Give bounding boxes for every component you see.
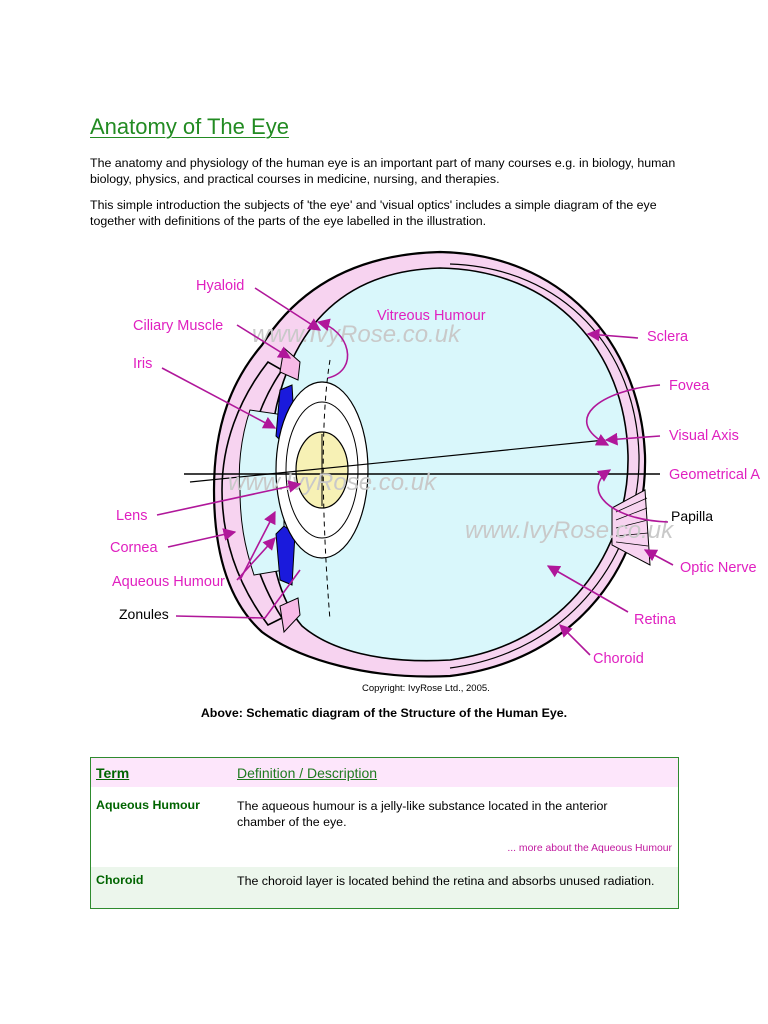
table-header-term[interactable]: Term	[96, 765, 129, 781]
intro-paragraph-1: The anatomy and physiology of the human …	[90, 155, 690, 187]
label-retina: Retina	[634, 612, 677, 628]
label-fovea: Fovea	[669, 378, 710, 394]
label-optic-nerve: Optic Nerve	[680, 560, 757, 576]
more-about-aqueous-humour-link[interactable]: ... more about the Aqueous Humour	[507, 843, 672, 854]
table-row: Aqueous Humour The aqueous humour is a j…	[91, 787, 678, 867]
label-geometrical-axis: Geometrical A	[669, 467, 760, 483]
label-lens: Lens	[116, 508, 147, 524]
label-choroid: Choroid	[593, 651, 644, 667]
watermark-1: www.IvyRose.co.uk	[252, 321, 462, 348]
term-aqueous-humour: Aqueous Humour	[96, 798, 200, 812]
term-choroid: Choroid	[96, 873, 144, 887]
label-hyaloid: Hyaloid	[196, 278, 244, 294]
table-header-definition[interactable]: Definition / Description	[237, 765, 377, 781]
watermark-2: www.IvyRose.co.uk	[228, 469, 438, 496]
diagram-caption: Above: Schematic diagram of the Structur…	[0, 706, 768, 720]
label-ciliary-muscle: Ciliary Muscle	[133, 318, 223, 334]
table-row: Choroid The choroid layer is located beh…	[91, 867, 678, 908]
label-aqueous-humour: Aqueous Humour	[112, 574, 225, 590]
diagram-copyright: Copyright: IvyRose Ltd., 2005.	[362, 683, 490, 694]
eye-diagram: www.IvyRose.co.uk www.IvyRose.co.uk www.…	[0, 240, 768, 702]
label-cornea: Cornea	[110, 540, 158, 556]
label-sclera: Sclera	[647, 329, 689, 345]
definition-choroid: The choroid layer is located behind the …	[237, 873, 657, 889]
intro-paragraph-2: This simple introduction the subjects of…	[90, 197, 690, 229]
label-papilla: Papilla	[671, 508, 713, 524]
label-zonules: Zonules	[119, 606, 169, 622]
definition-aqueous-humour: The aqueous humour is a jelly-like subst…	[237, 798, 657, 830]
terms-table: Term Definition / Description Aqueous Hu…	[90, 757, 679, 909]
table-header-row: Term Definition / Description	[91, 758, 678, 787]
label-iris: Iris	[133, 356, 152, 372]
label-visual-axis: Visual Axis	[669, 428, 739, 444]
label-vitreous-humour: Vitreous Humour	[377, 308, 486, 324]
watermark-3: www.IvyRose.co.uk	[465, 517, 675, 544]
page-title: Anatomy of The Eye	[90, 114, 289, 140]
